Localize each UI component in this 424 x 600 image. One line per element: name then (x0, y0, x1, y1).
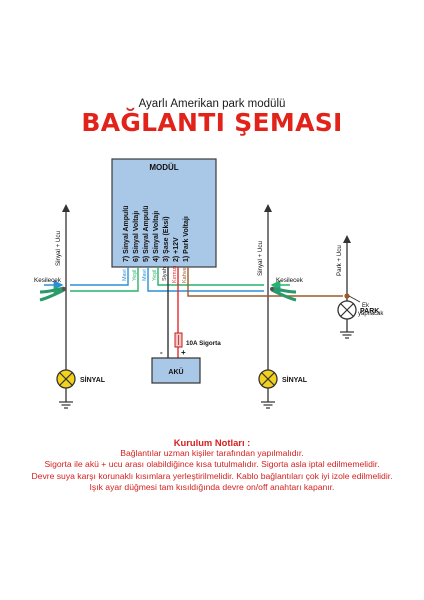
module-pin-4: 4) Sinyal Voltajı (153, 211, 160, 262)
park-join-pointer (348, 295, 361, 303)
module-pin-3: 3) Şase (Eksi) (163, 216, 170, 262)
right-signal-wire-label: Sinyal + Ucu (257, 241, 264, 276)
right-signal-lamp-icon (258, 369, 278, 389)
left-signal-lamp-label: SİNYAL (80, 376, 106, 384)
right-cut-pliers-icon (270, 286, 297, 302)
right-ground-icon (261, 401, 275, 409)
park-lamp-icon (337, 300, 357, 320)
park-join-label-2: yapılacak (358, 311, 384, 317)
right-wire-arrow (264, 204, 272, 212)
fuse-icon (174, 332, 183, 348)
wire-label-pin3: Siyah (162, 267, 168, 281)
wire-pin7-blue (70, 267, 129, 286)
diagram-title: BAĞLANTI ŞEMASI (81, 108, 343, 137)
wire-label-pin4: Yeşil (152, 270, 158, 281)
module-pin-1: 1) Park Voltajı (183, 216, 190, 262)
park-lamp-label: PARK (360, 308, 379, 315)
notes-line-2: Sigorta ile akü + ucu arası olabildiğinc… (44, 459, 380, 470)
park-join-dot (344, 293, 350, 299)
battery-plus-label: + (181, 348, 186, 357)
left-wire-arrow (62, 204, 70, 212)
module-label: MODÜL (149, 163, 178, 172)
wire-pin6-green (70, 267, 139, 292)
notes-line-3: Devre suya karşı korunaklı kısımlara yer… (31, 470, 393, 481)
battery-icon (151, 357, 201, 384)
wire-label-pin2: Kırmızı (172, 266, 178, 283)
left-cut-label: Kesilecek (34, 277, 62, 284)
park-wire-arrow (343, 235, 351, 243)
module-pin-2: 2) +12V (173, 237, 180, 262)
right-cut-label: Kesilecek (276, 277, 304, 284)
fuse-label: 10A Sigorta (186, 340, 221, 347)
module-pin-7: 7) Sinyal Ampulü (123, 205, 130, 262)
wire-label-pin6: Yeşil (132, 270, 138, 281)
module-pin-6: 6) Sinyal Voltajı (133, 211, 140, 262)
left-signal-lamp-icon (56, 369, 76, 389)
wire-label-pin1: Kahve (182, 267, 188, 283)
left-cut-pliers-icon (39, 286, 66, 302)
diagram-subtitle: Ayarlı Amerikan park modülü (138, 98, 286, 110)
wire-pin5-blue (147, 267, 264, 292)
battery-minus-label: - (160, 348, 163, 357)
park-join-label-1: Ek (362, 303, 370, 309)
right-signal-lamp-label: SİNYAL (282, 376, 308, 384)
notes-line-1: Bağlantılar uzman kişiler tarafından yap… (120, 448, 304, 459)
module-box: MODÜL 7) Sinyal Ampulü 6) Sinyal Voltajı… (111, 158, 217, 268)
wire-label-pin5: Mavi (142, 269, 148, 281)
installation-notes: Kurulum Notları : Bağlantılar uzman kişi… (0, 437, 424, 493)
notes-line-4: Işık ayar düğmesi tam kısıldığında devre… (89, 481, 335, 492)
left-ground-icon (59, 401, 73, 409)
left-signal-wire-label: Sinyal + Ucu (55, 231, 62, 266)
wire-label-pin7: Mavi (122, 269, 128, 281)
module-pin-5: 5) Sinyal Ampulü (143, 205, 150, 262)
battery-label: AKÜ (168, 367, 183, 376)
wire-pin4-green (157, 267, 264, 286)
park-ground-icon (340, 331, 354, 339)
notes-title: Kurulum Notları : (173, 437, 251, 448)
wire-pin1-park (187, 267, 343, 297)
park-wire-label: Park + Ucu (336, 245, 343, 276)
